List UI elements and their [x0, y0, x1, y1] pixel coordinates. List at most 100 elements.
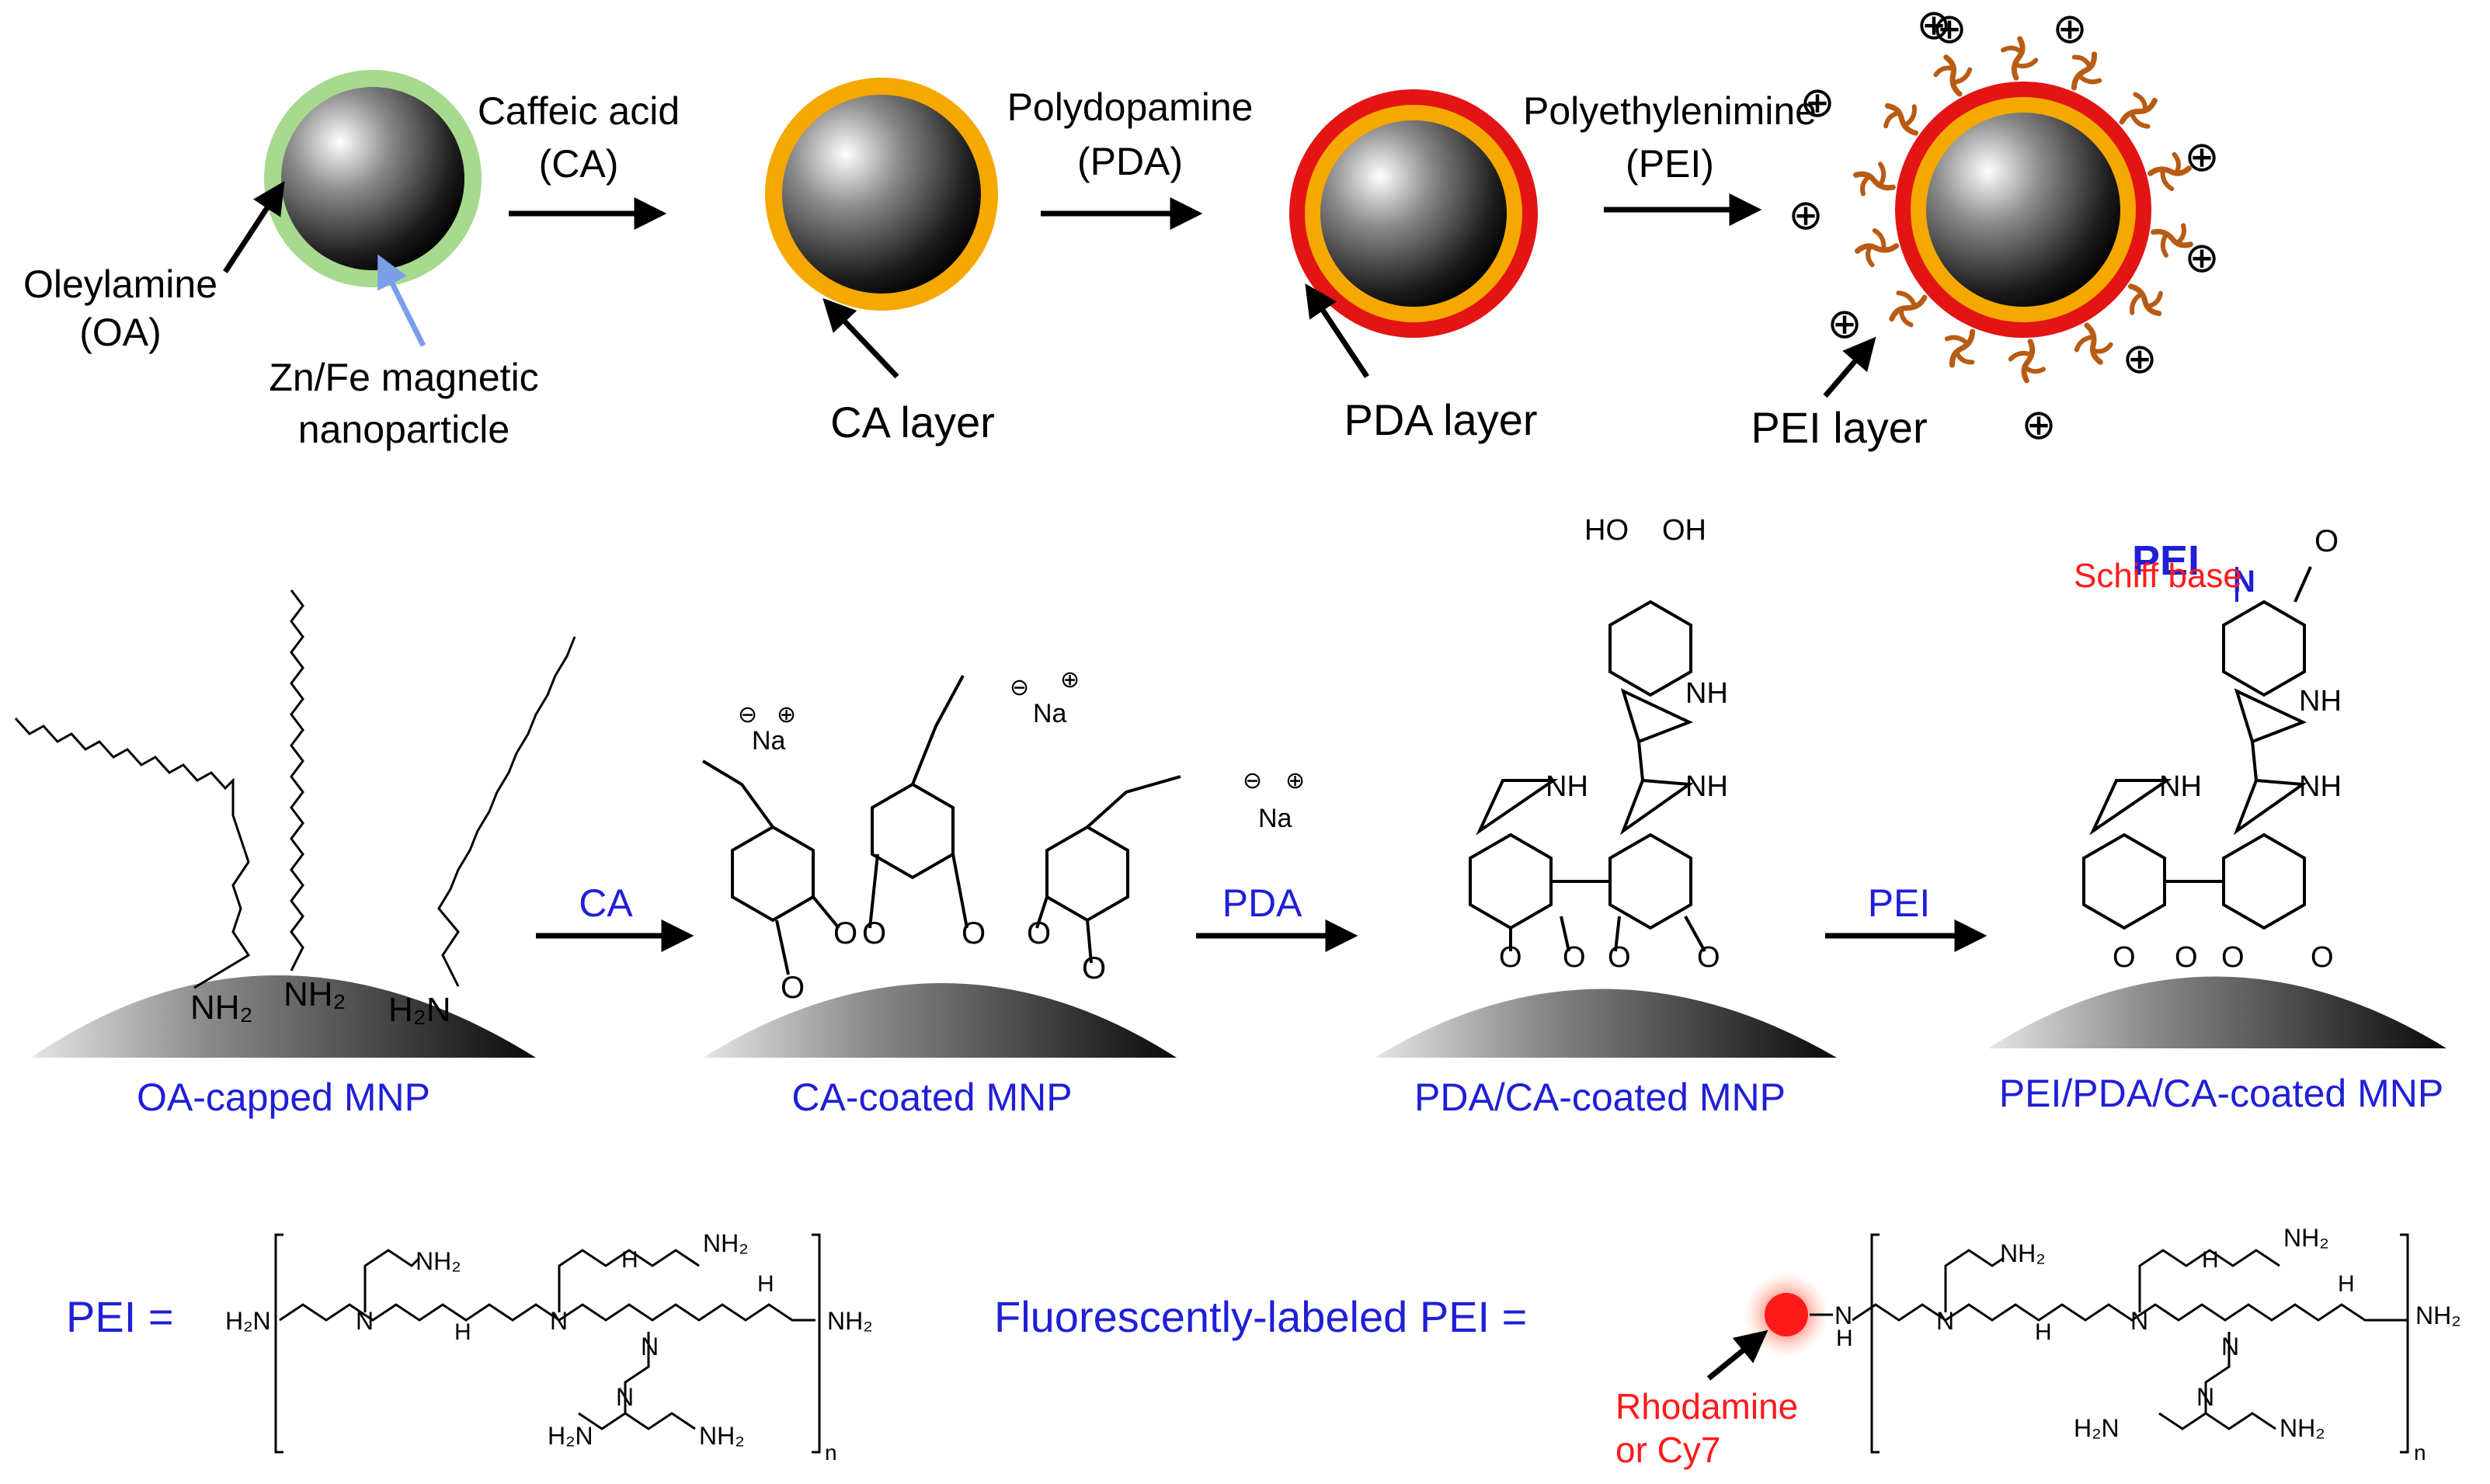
pda-mnp-dome [1375, 989, 1837, 1058]
step3-label-line2: (PEI) [1626, 142, 1714, 186]
oa-pointer-arrow [223, 180, 285, 273]
schiff-base-label: Schiff base [2074, 557, 2242, 595]
bottom-row: PEI = H₂N NH₂ NH₂ NH₂ H₂N NH₂ N N N N H … [66, 1224, 2461, 1470]
pei-coated-particle: ⊕⊕⊕⊕⊕⊕⊕⊕⊕⊕ [1788, 0, 2219, 449]
pei2-n-4: N [2196, 1383, 2214, 1411]
pda-o-2: O [1563, 941, 1586, 974]
oa-capped-particle [264, 70, 482, 287]
middle-row: NH₂ NH₂ H₂N OA-capped MNP CA O O O O O O [14, 514, 2447, 1119]
ca-o-3: O [862, 916, 886, 951]
pei-mnp-dome [1988, 976, 2447, 1048]
caption-oa-capped: OA-capped MNP [137, 1076, 430, 1119]
ca-na-1: Na [752, 726, 786, 756]
ca-minus-1: ⊖ [738, 702, 757, 728]
pei1-nh2-top2: NH₂ [703, 1229, 749, 1257]
pei2-n-1: N [1936, 1307, 1954, 1335]
positive-charges: ⊕⊕⊕⊕⊕⊕⊕⊕⊕⊕ [1788, 0, 2219, 449]
top-row: Oleylamine (OA) Zn/Fe magnetic nanoparti… [23, 0, 2220, 452]
pei-nh-1: NH [2159, 770, 2202, 803]
pei1-h-2: H [621, 1247, 638, 1273]
ca-coated-particle [765, 78, 998, 311]
pei2-nh2-right: NH₂ [2415, 1302, 2461, 1329]
pei2-h-left: H [1836, 1326, 1853, 1351]
pda-ho: HO [1584, 514, 1629, 547]
positive-charge-icon: ⊕ [1827, 299, 1862, 348]
pda-o-3: O [1608, 941, 1631, 974]
pei-brush [1852, 160, 1897, 200]
ca-layer-pointer [822, 297, 899, 379]
pei-brush [1938, 323, 1984, 372]
pda-o-4: O [1697, 941, 1720, 974]
pei2-h-2: H [2202, 1247, 2219, 1273]
pda-layer-label: PDA layer [1344, 395, 1538, 444]
pei-layer-pointer [1823, 336, 1876, 398]
ca-o-1: O [833, 916, 857, 951]
mnp-label-line2: nanoparticle [298, 408, 509, 451]
positive-charge-icon: ⊕ [2184, 233, 2219, 282]
ca-na-2: Na [1033, 699, 1067, 728]
ca-minus-3: ⊖ [1243, 768, 1262, 794]
pei-structure-1: H₂N NH₂ NH₂ NH₂ H₂N NH₂ N N N N H H H n [225, 1229, 873, 1465]
step2-label-line2: (PDA) [1077, 140, 1183, 183]
positive-charge-icon: ⊕ [2184, 132, 2219, 181]
pei2-h2n-bottom: H₂N [2074, 1414, 2120, 1442]
pda-structures: NH NH NH HO OH O O O O [1469, 514, 1728, 974]
pei2-h-1: H [2035, 1319, 2052, 1345]
pei2-nh2-top2: NH₂ [2283, 1224, 2329, 1252]
caption-ca-coated: CA-coated MNP [791, 1076, 1072, 1119]
oa-mnp-dome [31, 975, 536, 1058]
pei-brush [2010, 341, 2043, 381]
ca-structures: O O O O O O Na Na Na ⊖ ⊕ ⊖ ⊕ ⊖ ⊕ [701, 667, 1305, 1005]
pei1-n-3: N [641, 1333, 659, 1361]
pei1-nh2-top1: NH₂ [416, 1247, 461, 1275]
ca-minus-2: ⊖ [1010, 675, 1029, 700]
nh2-label-2: NH₂ [283, 975, 346, 1013]
pei-brush [2069, 320, 2116, 370]
arrow-pda-label: PDA [1222, 881, 1302, 925]
positive-charge-icon: ⊕ [1800, 78, 1834, 127]
pei-brush [1931, 50, 1977, 100]
pei2-h-3: H [2338, 1271, 2355, 1297]
step1-label-line2: (CA) [539, 142, 619, 186]
pda-layer-pointer [1305, 283, 1369, 378]
pei-o-1: O [2113, 941, 2136, 974]
pei-equals-label: PEI = [66, 1292, 174, 1341]
arrow-ca-label: CA [579, 881, 633, 925]
pei-structure-2: N H NH₂ NH₂ NH₂ H₂N NH₂ N N N N H H H n [1810, 1224, 2461, 1465]
oleylamine-chain-2 [290, 589, 304, 971]
pei-brush [1854, 227, 1900, 268]
pei-nh-3: NH [2299, 685, 2342, 718]
ca-o-2: O [781, 971, 805, 1005]
pei1-nh2-bottom: NH₂ [699, 1422, 745, 1450]
pei-brush [2063, 47, 2109, 96]
pda-oh: OH [1662, 514, 1706, 547]
positive-charge-icon: ⊕ [1788, 190, 1823, 239]
mnp-pointer-arrow [377, 254, 426, 347]
dye-label-line1: Rhodamine [1615, 1386, 1798, 1427]
pei-layer-label: PEI layer [1751, 403, 1927, 452]
pei1-h2n-left: H₂N [225, 1307, 271, 1335]
pei1-sub-n: n [825, 1441, 837, 1465]
nh2-label-1: NH₂ [190, 989, 253, 1027]
pda-coated-particle [1289, 89, 1538, 338]
pei1-h-3: H [757, 1271, 774, 1297]
oleylamine-chain-3 [437, 636, 576, 987]
oa-label-line2: (OA) [79, 311, 162, 354]
pei2-nh2-top1: NH₂ [2000, 1239, 2046, 1267]
positive-charge-icon: ⊕ [2052, 4, 2087, 53]
pei1-h2n-bottom: H₂N [548, 1422, 593, 1450]
caption-pei-coated: PEI/PDA/CA-coated MNP [1999, 1072, 2443, 1115]
pei2-sub-n: n [2414, 1441, 2426, 1465]
pda-o-1: O [1499, 941, 1522, 974]
pei-o-top: O [2314, 524, 2339, 558]
step1-label-line1: Caffeic acid [478, 89, 680, 133]
ca-plus-2: ⊕ [1060, 667, 1080, 693]
ca-o-4: O [962, 916, 986, 951]
pei2-nh-left: N [1834, 1302, 1852, 1329]
ca-o-5: O [1027, 916, 1051, 951]
positive-charge-icon: ⊕ [2122, 334, 2157, 383]
positive-charge-icon: ⊕ [1932, 4, 1967, 53]
oleylamine-chain-1 [14, 717, 251, 989]
ca-mnp-dome [703, 983, 1177, 1058]
